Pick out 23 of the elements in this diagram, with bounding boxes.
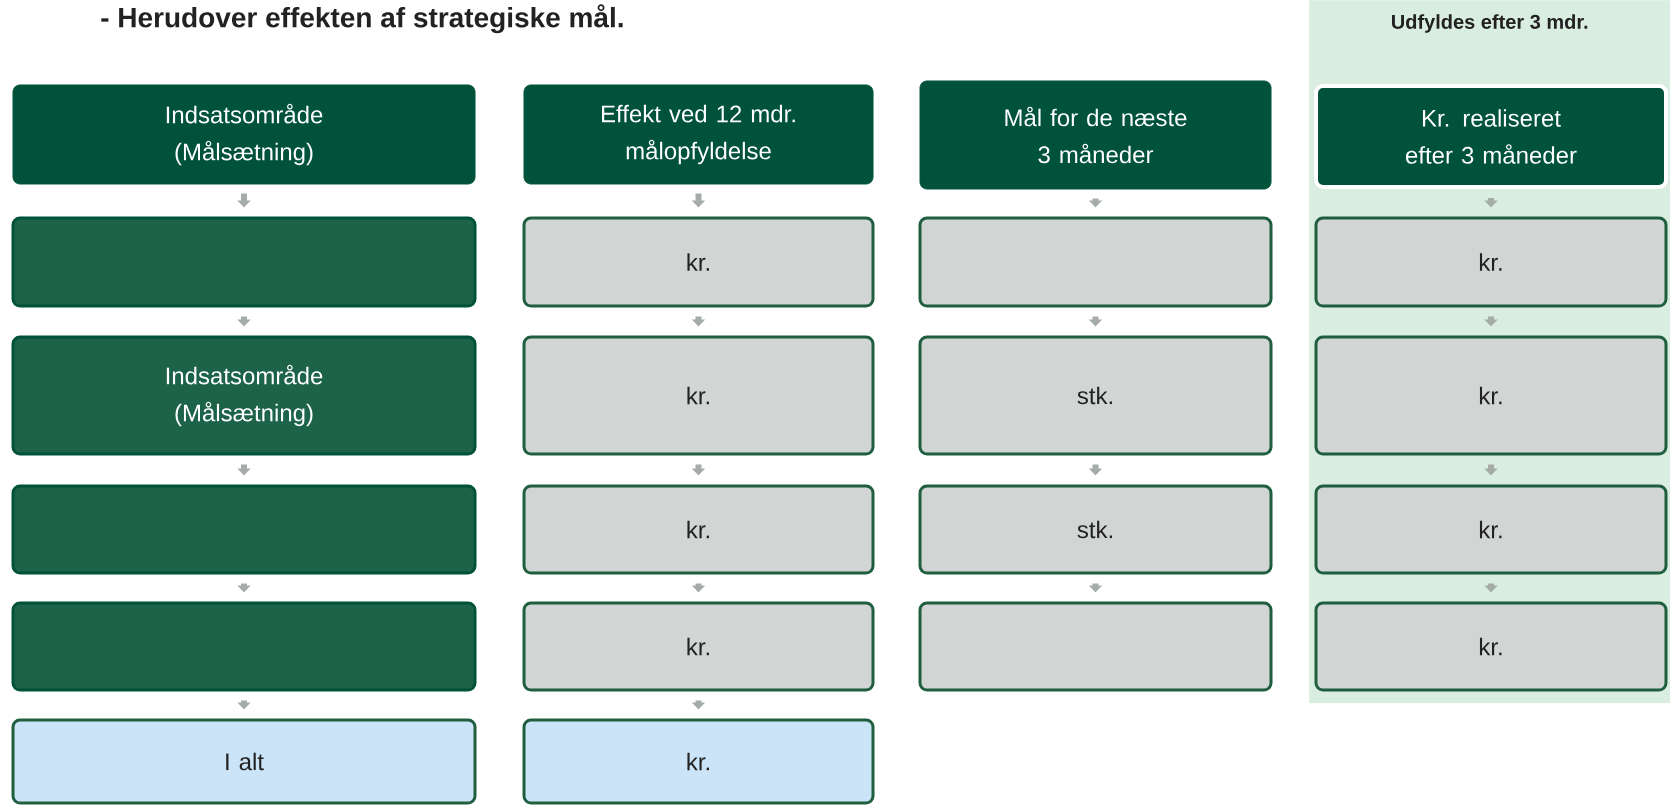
header-box: Mål for de næste 3 måneder bbox=[919, 80, 1272, 190]
entry-box: kr. bbox=[522, 335, 875, 456]
empty-box bbox=[918, 601, 1273, 692]
entry-box: Indsatsområde (Målsætning) bbox=[11, 335, 477, 456]
entry-box: stk. bbox=[918, 335, 1273, 456]
entry-box: kr. bbox=[522, 601, 875, 692]
header-box: Kr. realiseret efter 3 måneder bbox=[1314, 84, 1668, 189]
header-box: Effekt ved 12 mdr. målopfyldelse bbox=[523, 84, 874, 185]
entry-box: kr. bbox=[1314, 601, 1668, 692]
total-box: kr. bbox=[522, 718, 875, 805]
empty-box bbox=[11, 484, 477, 575]
total-box: I alt bbox=[11, 718, 477, 805]
bullet-text: - Herudover effekten af strategiske mål. bbox=[101, 4, 623, 34]
entry-box: kr. bbox=[522, 216, 875, 308]
empty-box bbox=[918, 216, 1273, 308]
entry-box: stk. bbox=[918, 484, 1273, 575]
empty-box bbox=[11, 601, 477, 692]
entry-box: kr. bbox=[1314, 335, 1668, 456]
empty-box bbox=[11, 216, 477, 308]
header-box: Indsatsområde (Målsætning) bbox=[12, 84, 476, 185]
entry-box: kr. bbox=[1314, 484, 1668, 575]
entry-box: kr. bbox=[522, 484, 875, 575]
entry-box: kr. bbox=[1314, 216, 1668, 308]
